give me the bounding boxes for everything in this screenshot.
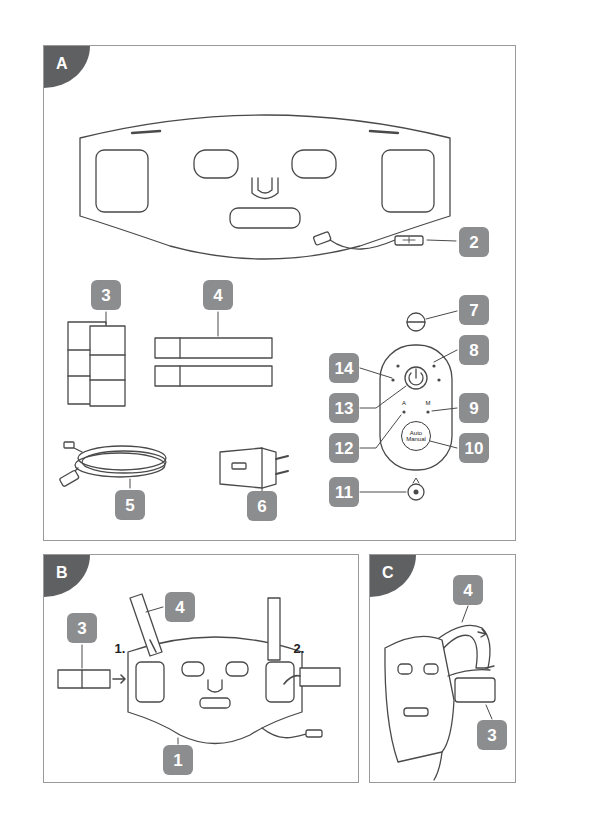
- callout-number: 3: [77, 620, 86, 637]
- panel-tab: C: [370, 555, 416, 597]
- face-mask: [80, 115, 450, 259]
- callout-number: 3: [477, 720, 507, 750]
- usb-plug: [395, 236, 423, 245]
- callout-number: 11: [335, 484, 353, 501]
- callout-number: 4: [175, 599, 184, 616]
- side-strap: [90, 326, 125, 406]
- callout-number: 7: [459, 295, 489, 325]
- callout-number: 11: [329, 477, 359, 507]
- panel-tab: A: [44, 46, 90, 88]
- callout-number: 14: [335, 360, 354, 377]
- panel-letter: B: [56, 565, 68, 581]
- callout-number: 3: [91, 280, 121, 310]
- callout-number: 4: [203, 280, 233, 310]
- callout-number: 4: [213, 287, 222, 304]
- auto-manual-button: Auto Manual: [401, 421, 431, 451]
- callout-number: 1: [163, 745, 193, 775]
- callout-number: 5: [115, 490, 145, 520]
- callout-number: 4: [453, 575, 483, 605]
- led-lens: [407, 313, 425, 331]
- face-mask: [385, 636, 454, 762]
- panel-letter: A: [56, 56, 68, 72]
- callout-number: 3: [487, 727, 496, 744]
- top-strap: [268, 598, 280, 660]
- power-adapter: [220, 448, 276, 488]
- callout-number: 7: [469, 302, 478, 319]
- side-strap: [58, 670, 110, 688]
- callout-number: 1: [173, 752, 182, 769]
- reset-button: [408, 484, 424, 500]
- callout-number: 10: [459, 433, 489, 463]
- callout-number: 3: [67, 613, 97, 643]
- side-strap: [300, 668, 340, 686]
- callout-number: 9: [469, 400, 478, 417]
- step-number: 1.: [115, 642, 126, 655]
- remote-control: [380, 345, 452, 470]
- top-strap: [155, 338, 272, 358]
- side-strap: [455, 678, 495, 702]
- callout-number: 4: [463, 582, 472, 599]
- callout-number: 5: [125, 497, 134, 514]
- callout-number: 13: [329, 393, 359, 423]
- callout-number: 4: [165, 592, 195, 622]
- usb-cable: [70, 446, 166, 477]
- callout-number: 6: [257, 498, 266, 515]
- step-number: 2.: [294, 642, 305, 655]
- top-strap: [130, 594, 162, 656]
- figure-panel: B 3 4 1: [44, 555, 358, 782]
- callout-number: 6: [247, 491, 277, 521]
- callout-number: 8: [459, 335, 489, 365]
- callout-number: 2: [469, 234, 478, 251]
- button-label: Auto Manual: [405, 430, 427, 443]
- callout-number: 9: [459, 393, 489, 423]
- callout-number: 8: [469, 342, 478, 359]
- callout-number: 14: [329, 353, 359, 383]
- panel-tab: B: [44, 555, 90, 597]
- led-label: M: [426, 400, 431, 406]
- callout-number: 3: [101, 287, 110, 304]
- callout-number: 13: [335, 400, 354, 417]
- callout-number: 10: [465, 440, 484, 457]
- figure-panel: A 2 3 4 7 8 14 13 9 12 10 5 6 11 Auto Manual: [44, 46, 515, 540]
- callout-number: 2: [459, 227, 489, 257]
- led-label: A: [402, 400, 406, 406]
- callout-number: 12: [335, 440, 354, 457]
- callout-number: 12: [329, 433, 359, 463]
- panel-letter: C: [382, 565, 394, 581]
- top-strap: [155, 366, 272, 386]
- figure-panel: C 4 3: [370, 555, 515, 782]
